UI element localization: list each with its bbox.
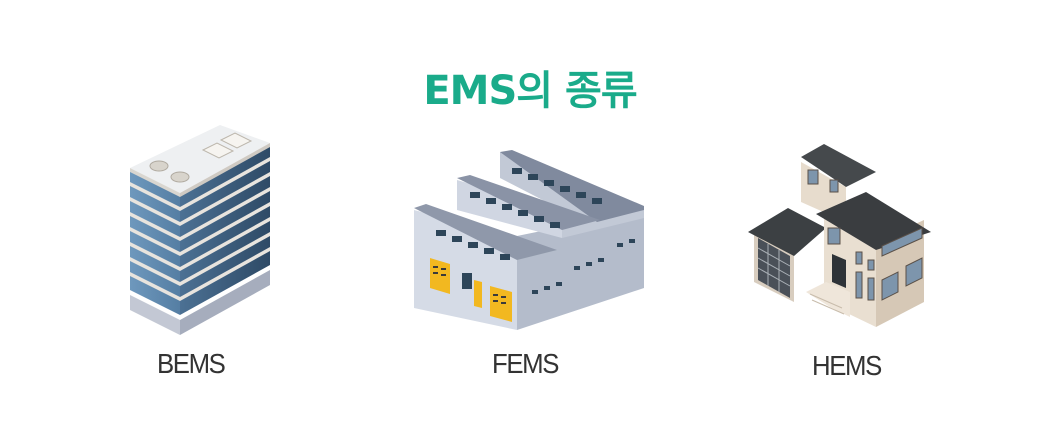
office-building-icon: [130, 125, 270, 335]
house-icon: [748, 144, 931, 327]
bems-label: BEMS: [157, 348, 226, 379]
hems-label: HEMS: [812, 350, 882, 381]
factory-icon: [414, 150, 644, 330]
fems-label: FEMS: [492, 348, 559, 379]
page-title: EMS의 종류: [423, 68, 637, 114]
